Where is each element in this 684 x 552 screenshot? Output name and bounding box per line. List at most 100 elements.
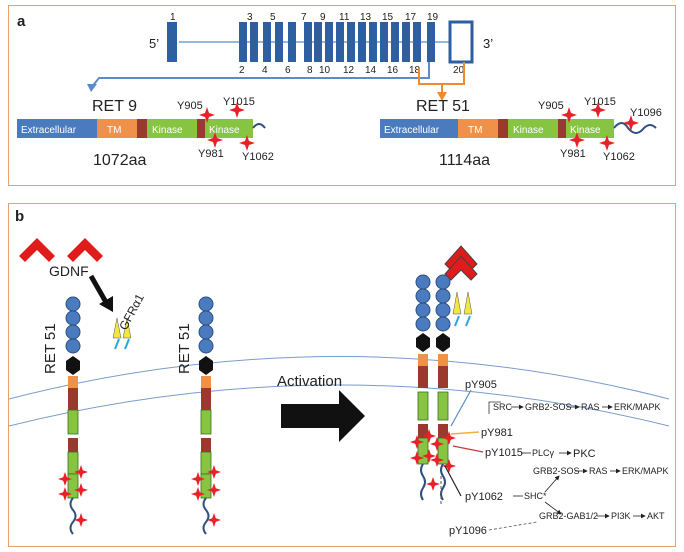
exon-6 [288,22,296,62]
pathway-erk-2: ERK/MAPK [622,466,669,476]
exon-num-9: 9 [320,12,326,23]
ret-gene-diagram: a 5’ 3’ 1 3 5 7 9 11 13 15 17 19 2 [17,12,662,169]
ret51-length: 1114aa [439,152,490,169]
receptor-middle [191,296,221,535]
ret51-y981: Y981 [560,148,586,160]
kinase-domain-3 [67,473,79,499]
panel-b-label: b [15,208,24,225]
pY981-connector [450,431,480,435]
ret51-y1096: Y1096 [630,107,662,119]
cadherin-domain [198,296,214,312]
pathway-pi3k: PI3K [611,511,631,521]
gfra1-bound-1 [452,291,462,315]
site-pY905: pY905 [465,379,497,391]
gdnf-arrow-shaft [88,274,110,306]
pathway-ras-2: RAS [589,466,608,476]
cadherin-domain [415,302,431,318]
exon-num-7: 7 [301,12,307,23]
site-pY1015: pY1015 [485,447,523,459]
ret51-y1062: Y1062 [603,151,635,163]
ret51-y905: Y905 [538,100,564,112]
gfra1-bound-anchor [454,315,471,327]
ret9-arrowhead [87,84,97,92]
ret51-tail [613,122,657,134]
exon-num-2: 2 [239,65,245,76]
receptor-left [58,296,88,535]
gfra1-coreceptor [112,317,132,350]
ret9-linker-1 [137,119,147,138]
gdnf-ligand-2 [67,238,103,262]
exon-num-16: 16 [387,65,399,76]
pathway-src: SRC [493,402,513,412]
ret51-kinase2-label: Kinase [570,125,601,136]
exon-num-18: 18 [409,65,421,76]
cadherin-domain [435,274,451,290]
five-prime-label: 5’ [149,36,159,51]
exon-num-13: 13 [360,12,372,23]
cadherin-domain [415,274,431,290]
exon-num-14: 14 [365,65,377,76]
ret51-ext-label: Extracellular [384,125,440,136]
tm-segment [68,376,78,388]
exon-11 [347,22,355,62]
juxtamembrane [201,388,211,410]
exon-4 [263,22,271,62]
ret9-protein: Extracellular TM Kinase Kinase [17,119,266,138]
three-prime-label: 3’ [483,36,493,51]
pY1015-connector [452,445,484,453]
ret9-kinase-2 [205,119,253,138]
ret51-extracellular [380,119,458,138]
exon-num-11: 11 [339,12,350,23]
gdnf-ligand-1 [19,238,55,262]
cadherin-domain [65,324,81,340]
ret51-arrowhead [437,92,447,101]
ret9-tm-label: TM [107,125,121,136]
cadherin-domain [435,288,451,304]
cadherin-domain [415,288,431,304]
exon-20 [448,20,474,64]
activation-label: Activation [277,373,342,390]
panel-b: b GDNF GFRα1 [8,203,676,547]
ret9-length: 1072aa [93,152,146,169]
ret9-kinase1-label: Kinase [152,125,183,136]
ret9-splice-arrow [90,62,430,89]
ret9-tail [252,123,266,129]
exon-num-1: 1 [170,12,176,23]
ret9-ext-label: Extracellular [21,125,77,136]
cadherin-domain [198,310,214,326]
ret51-y1015: Y1015 [584,96,616,108]
exon-9 [325,22,333,62]
pathway-grb2-sos-2: GRB2-SOS [533,466,580,476]
exon-num-8: 8 [307,65,313,76]
tm-segment [418,354,428,366]
receptor-left-label: RET 51 [42,323,59,374]
ret9-linker-2 [197,119,205,138]
c-tail [440,463,446,501]
site-pY981: pY981 [481,427,513,439]
exon-16 [402,22,410,62]
exon-num-3: 3 [247,12,253,23]
gdnf-arrow-head [99,296,113,312]
kinase-domain [417,391,429,421]
gfra1-label: GFRα1 [116,291,147,332]
pY905-connector [450,389,472,427]
exon-5 [275,22,283,62]
exon-8 [314,22,322,62]
kinase-domain [437,391,449,421]
pathway-plc: PLCγ [532,448,555,458]
ret9-name: RET 9 [92,98,137,115]
exon-num-10: 10 [319,65,331,76]
src-connector [488,401,501,414]
kinase-insert [418,424,428,438]
exon-14 [380,22,388,62]
pathway-pkc: PKC [573,448,596,460]
crd-domain [199,356,213,375]
exon-num-17: 17 [405,12,417,23]
gfra1-anchor [114,338,130,350]
ret9-kinase2-label: Kinase [209,125,240,136]
gfra1-bound-2 [463,291,473,315]
kinase-domain-2 [200,451,212,475]
cadherin-domain [65,338,81,354]
ret9-y905: Y905 [177,100,203,112]
cadherin-domain [415,316,431,332]
